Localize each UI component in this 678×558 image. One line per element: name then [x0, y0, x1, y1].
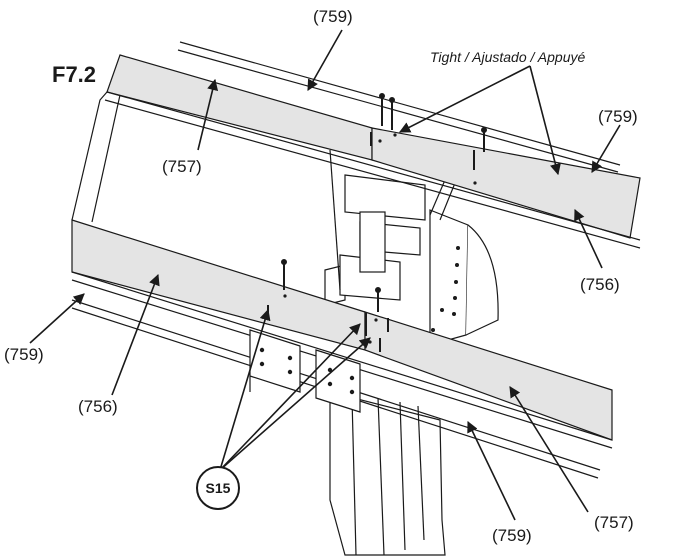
rail-holes: [259, 133, 477, 395]
leader-right-757: [509, 386, 589, 513]
s15-label: S15: [206, 480, 231, 496]
label-759-top: (759): [313, 7, 353, 26]
board-757-top: [106, 54, 373, 161]
label-757-right: (757): [594, 513, 634, 532]
leader-right-756: [574, 208, 603, 269]
leader-tight-b: [529, 65, 561, 176]
leader-bottom-759: [467, 420, 516, 521]
center-frame: [324, 149, 499, 346]
leader-s15-c: [219, 337, 371, 471]
leader-s15-a: [219, 308, 271, 471]
board-756-right: [371, 127, 641, 239]
leader-top-759: [307, 29, 343, 91]
leader-top-757: [197, 78, 219, 151]
post-holes: [431, 246, 460, 332]
leader-s15-b: [219, 323, 361, 471]
label-759-left: (759): [4, 345, 44, 364]
label-757-top: (757): [162, 157, 202, 176]
leader-lines: [29, 29, 621, 521]
leader-tight-a: [399, 65, 531, 133]
label-756-left: (756): [78, 397, 118, 416]
label-756-right: (756): [580, 275, 620, 294]
tightness-note: Tight / Ajustado / Appuyé: [430, 49, 585, 65]
screws-s15: [267, 93, 487, 352]
pedestal-column: [329, 391, 446, 556]
front-rail-assembly: [71, 219, 613, 479]
board-756-left: [71, 219, 366, 351]
leader-left-756: [111, 273, 160, 396]
label-759-bottom: (759): [492, 526, 532, 545]
leader-right-759: [591, 124, 621, 173]
back-rail-assembly: [71, 41, 641, 249]
leader-left-759: [29, 293, 85, 344]
figure-label: F7.2: [52, 62, 96, 87]
s15-callout: S15: [196, 466, 240, 510]
label-759-right: (759): [598, 107, 638, 126]
